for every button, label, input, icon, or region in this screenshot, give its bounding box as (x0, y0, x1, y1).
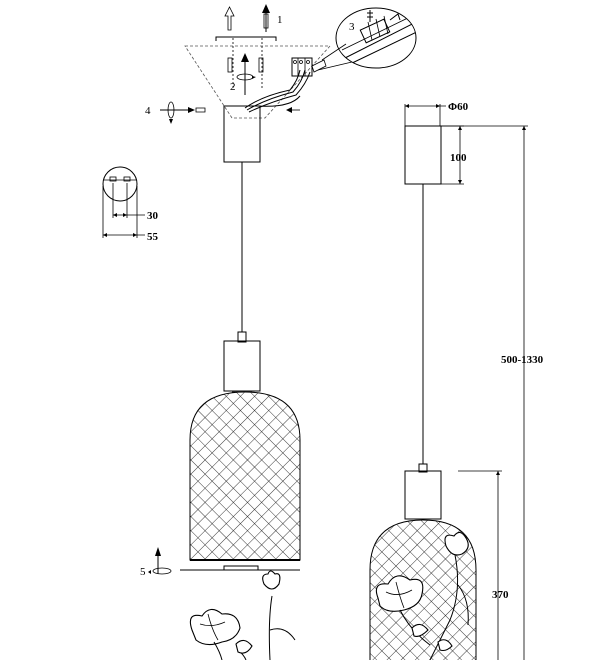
terminal-block (291, 57, 327, 77)
dimension-canopy-width: 55 (147, 231, 159, 243)
dimension-diameter: Φ60 (448, 101, 469, 113)
lamp-left (180, 331, 301, 571)
wiring-detail-zoom (335, 7, 417, 69)
screw-upward-arrow-icon (224, 4, 270, 32)
step-1-label: 1 (277, 14, 283, 26)
mounting-bracket (215, 36, 277, 41)
glass-disc (223, 565, 259, 571)
lamp-right-dimensioned (369, 104, 528, 660)
dimension-canopy-height: 100 (450, 152, 467, 164)
lamp-socket-right (404, 470, 442, 520)
rotate-screw-icon (227, 53, 264, 95)
side-screw-rotate-icon (160, 101, 206, 124)
dimension-shade-height: 370 (492, 589, 509, 601)
canopy-top-view (102, 166, 145, 238)
canopy-right (404, 125, 442, 185)
flower-decoration-right (375, 531, 469, 660)
lamp-socket-left (223, 340, 261, 392)
step-2-label: 2 (230, 81, 236, 93)
step-3-label: 3 (349, 21, 355, 33)
flower-decoration-left (189, 570, 296, 660)
dimension-total-height: 500-1330 (501, 354, 544, 366)
step-5-arrow-icon (148, 547, 172, 575)
ceiling-mount-assembly: 1 2 (145, 4, 417, 124)
canopy-left (223, 105, 261, 163)
dimension-hole-spacing: 30 (147, 210, 159, 222)
ceiling-plane-outline (184, 45, 331, 119)
step-4-label: 4 (145, 105, 151, 117)
mesh-shade-left (189, 391, 301, 561)
step-5-label: 5 (140, 566, 146, 578)
